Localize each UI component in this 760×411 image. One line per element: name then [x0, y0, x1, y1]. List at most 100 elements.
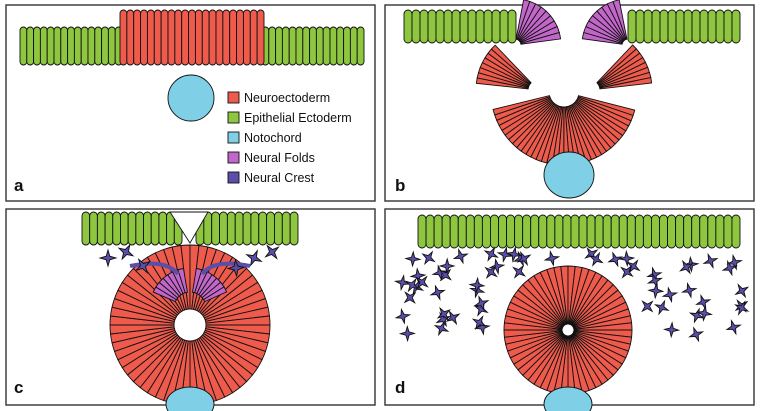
epithelial-ectoderm-cell: [275, 26, 283, 66]
epithelial-ectoderm-cell: [96, 211, 106, 246]
neural-crest-cell: [98, 248, 118, 268]
neuroectoderm-cell: [599, 77, 653, 90]
legend-swatch: [227, 171, 240, 184]
epithelial-ectoderm-cell: [274, 211, 283, 246]
neuroectoderm-cell: [215, 9, 224, 66]
neural-crest-stream: [129, 261, 180, 276]
epithelial-ectoderm-cell: [594, 214, 604, 249]
epithelial-ectoderm-cell: [667, 9, 677, 44]
epithelial-ectoderm-cell: [507, 9, 517, 44]
neuroectoderm-cell: [242, 9, 251, 66]
neural-crest-cell: [626, 259, 641, 274]
epithelial-ectoderm-cell: [491, 9, 501, 44]
epithelial-ectoderm-cell: [226, 211, 236, 246]
neural-crest-cell: [439, 268, 452, 282]
epithelial-ectoderm-cell: [289, 211, 299, 246]
epithelial-ectoderm-cell: [473, 214, 483, 249]
neuroectoderm-cell: [174, 9, 183, 66]
neural-crest-cell: [117, 243, 135, 261]
epithelial-ectoderm-cell: [683, 214, 693, 249]
neuroectoderm-cell: [160, 9, 169, 66]
neuroectoderm-cell: [490, 44, 532, 85]
panel-b: b: [384, 0, 755, 202]
neural-crest-cell: [516, 250, 532, 267]
epithelial-ectoderm-cell: [39, 26, 48, 66]
neuroectoderm-cell: [201, 9, 210, 66]
epithelial-ectoderm-cell: [546, 214, 556, 249]
neural-crest-stream: [200, 261, 251, 276]
epithelial-ectoderm-cell: [80, 26, 89, 66]
neural-crest-cell: [415, 275, 429, 289]
panel-b-letter: b: [395, 176, 405, 195]
neural-crest-cell: [433, 320, 450, 337]
epithelial-ectoderm-cell: [691, 214, 701, 249]
neural-crest-cell: [647, 282, 665, 300]
epithelial-ectoderm-cell: [150, 211, 160, 246]
neuroectoderm-cell: [126, 9, 135, 66]
neural-crest-cell: [483, 246, 499, 262]
epithelial-ectoderm-cell: [634, 214, 644, 249]
neural-crest-cell: [653, 299, 670, 316]
neural-crest-cell: [393, 274, 411, 292]
legend-label: Neuroectoderm: [244, 91, 330, 105]
neural-crest-cell: [264, 244, 280, 260]
epithelial-ectoderm-cell: [699, 9, 709, 44]
neural-crest-cell: [436, 306, 452, 322]
epithelial-ectoderm-cell: [731, 9, 741, 44]
neural-crest-cell: [688, 326, 705, 343]
neuroectoderm-cell: [222, 9, 231, 66]
epithelial-ectoderm-cell: [26, 26, 35, 66]
neural-crest-cell: [403, 291, 417, 304]
neural-fold-cell: [520, 32, 562, 45]
neural-crest-cell: [678, 259, 694, 275]
epithelial-ectoderm-cell: [33, 26, 41, 66]
epithelial-ectoderm-cell: [309, 26, 317, 66]
neuroectoderm-cell: [236, 9, 244, 66]
epithelial-ectoderm-cell: [234, 211, 244, 246]
epithelial-ectoderm-cell: [268, 26, 277, 66]
epithelial-ectoderm-cell: [683, 9, 693, 44]
neural-crest-cell: [734, 283, 750, 299]
neural-crest-cell: [226, 258, 246, 278]
epithelial-ectoderm-cell: [419, 9, 429, 44]
epithelial-ectoderm-cell: [498, 214, 508, 249]
neural-crest-cell: [512, 264, 527, 279]
legend-swatch: [227, 131, 240, 144]
neural-crest-cell: [245, 249, 263, 267]
neuroectoderm-cell: [194, 9, 203, 66]
neural-crest-cell: [473, 295, 490, 312]
neural-crest-cell: [680, 281, 698, 299]
epithelial-ectoderm-cell: [288, 26, 297, 66]
epithelial-ectoderm-cell: [642, 214, 652, 249]
epithelial-ectoderm-cell: [433, 214, 443, 249]
legend-swatch: [227, 91, 240, 104]
epithelial-ectoderm-cell: [610, 214, 620, 249]
epithelial-ectoderm-cell: [618, 214, 628, 249]
legend-label: Notochord: [244, 131, 302, 145]
epithelial-ectoderm-cell: [465, 214, 475, 249]
neural-crest-cell: [618, 249, 636, 268]
neural-crest-cell: [404, 277, 420, 293]
epithelial-ectoderm-cell: [343, 26, 351, 66]
neural-crest-cell: [695, 293, 712, 311]
neuroectoderm-cell: [249, 9, 258, 66]
neuroectoderm-cell: [208, 9, 217, 66]
epithelial-ectoderm-cell: [322, 26, 331, 66]
neuroectoderm-cell: [153, 9, 162, 66]
neuroectoderm-cell: [492, 95, 551, 116]
neural-crest-cell: [484, 265, 498, 279]
epithelial-ectoderm-cell: [67, 26, 75, 66]
neural-crest-cell: [394, 307, 412, 325]
epithelial-ectoderm-cell: [602, 214, 612, 249]
neural-crest-cell: [620, 264, 634, 279]
panel-a-letter: a: [14, 176, 24, 195]
neuroectoderm-cell: [146, 9, 155, 66]
epithelial-ectoderm-cell: [211, 211, 220, 246]
epithelial-ectoderm-cell: [627, 9, 637, 44]
epithelial-ectoderm-cell: [675, 9, 685, 44]
epithelial-ectoderm-cell: [143, 211, 152, 246]
epithelial-ectoderm-cell: [530, 214, 540, 249]
neural-crest-cell: [496, 246, 514, 263]
epithelial-ectoderm-cell: [219, 211, 228, 246]
